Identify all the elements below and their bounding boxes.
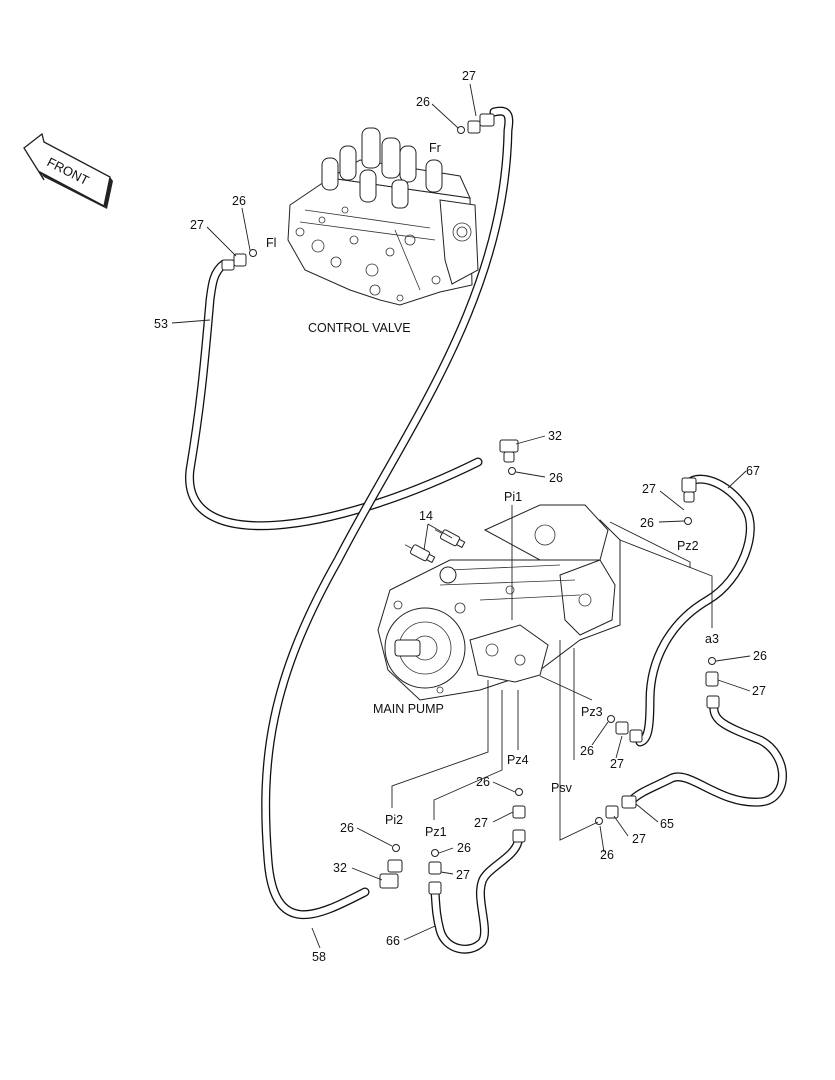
hose-53 [185,259,483,531]
main-pump-label: MAIN PUMP [373,702,444,716]
callout-14: 14 [419,509,433,523]
callout-27-fl: 27 [190,218,204,232]
callout-26-a3: 26 [753,649,767,663]
callout-32-top: 32 [548,429,562,443]
callout-58: 58 [312,950,326,964]
port-psv: Psv [551,781,573,795]
callout-27-pz2: 27 [642,482,656,496]
port-pi1: Pi1 [504,490,522,504]
callout-26-pi1: 26 [549,471,563,485]
callout-26-top: 26 [416,95,430,109]
callout-26-fl: 26 [232,194,246,208]
callout-32-bottom: 32 [333,861,347,875]
fitting-pz1 [428,849,442,895]
callout-26-pz3: 26 [580,744,594,758]
callout-65: 65 [660,817,674,831]
callout-27-pz4: 27 [474,816,488,830]
callout-26-pz4: 26 [476,775,490,789]
fitting-fr [457,113,495,134]
fitting-pi1 [499,439,519,475]
callout-26-pz1: 26 [457,841,471,855]
callout-66: 66 [386,934,400,948]
callout-53: 53 [154,317,168,331]
hose-66 [430,837,523,954]
callout-27-a3: 27 [752,684,766,698]
fitting-pz3 [607,715,643,743]
fitting-a3 [705,657,720,709]
port-a3: a3 [705,632,719,646]
control-valve-label: CONTROL VALVE [308,321,411,335]
main-pump [377,504,621,701]
callout-26-pi2: 26 [340,821,354,835]
leader-lines [171,83,751,949]
fitting-pz4 [512,788,526,843]
callout-27-pz1: 27 [456,868,470,882]
control-valve [287,127,479,306]
port-pz3: Pz3 [581,705,603,719]
callout-27-pz3: 27 [610,757,624,771]
hose-58 [261,106,514,920]
callout-26-pz2: 26 [640,516,654,530]
port-fr: Fr [429,141,441,155]
port-pz2: Pz2 [677,539,699,553]
fitting-pi2 [379,844,403,889]
hose-65 [627,701,787,807]
fitting-pz2 [681,477,697,525]
front-arrow-icon: FRONT [23,132,113,209]
callout-27-top: 27 [462,69,476,83]
hose-67 [635,474,755,747]
callout-27-psv: 27 [632,832,646,846]
fitting-fl [221,249,257,271]
port-pz1: Pz1 [425,825,447,839]
pressure-sensor-pair [404,529,466,564]
port-fl: Fl [266,236,276,250]
callout-67: 67 [746,464,760,478]
port-pz4: Pz4 [507,753,529,767]
port-pi2: Pi2 [385,813,403,827]
fitting-psv [595,795,637,825]
callout-26-psv: 26 [600,848,614,862]
